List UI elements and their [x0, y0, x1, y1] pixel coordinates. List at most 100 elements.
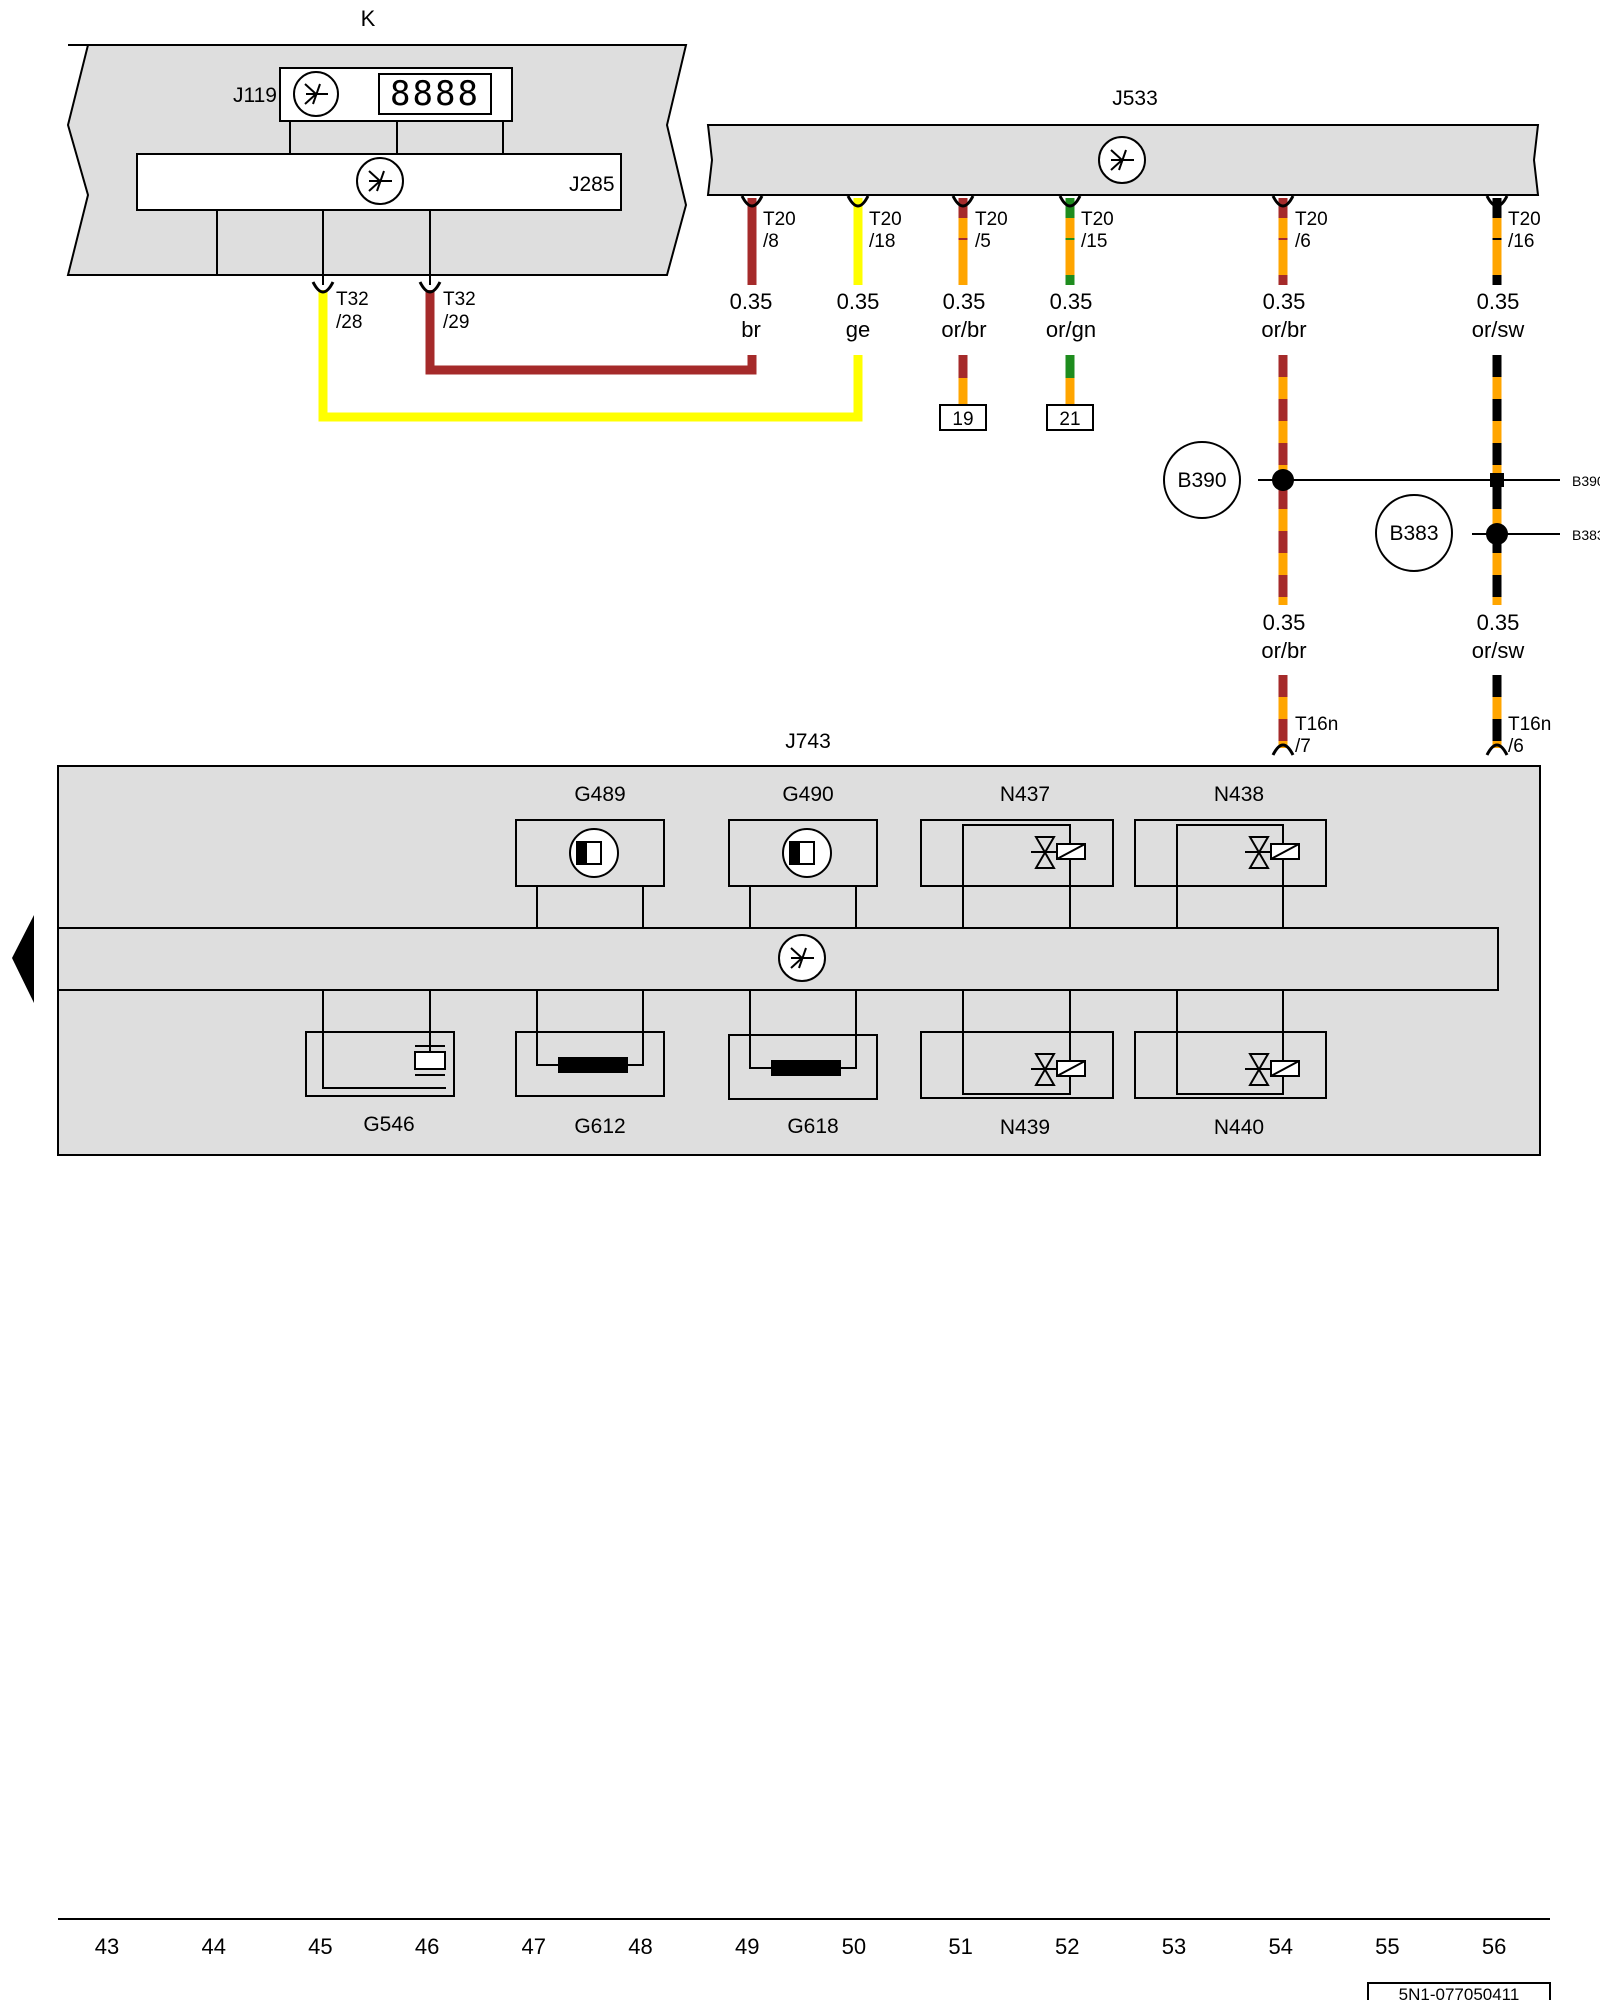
- svg-text:/16: /16: [1508, 231, 1534, 252]
- column-number: 45: [308, 1934, 332, 1959]
- connector-t7: T16n /7: [1295, 714, 1338, 757]
- pin-marker-c5: [951, 195, 975, 208]
- g546-box: [305, 1031, 455, 1097]
- reference-box-19: 19: [939, 404, 987, 431]
- pin-marker-c16: [1485, 195, 1509, 208]
- g490-sensor-icon: [782, 828, 832, 878]
- connector-t6: T16n /6: [1508, 714, 1551, 757]
- connector-c15: T20 /15: [1081, 209, 1114, 252]
- component-label-N438: N438: [1214, 783, 1264, 806]
- pin-marker-k29: [418, 281, 442, 294]
- wires: [318, 198, 1502, 748]
- svg-text:0.35: 0.35: [1477, 610, 1520, 635]
- svg-text:T20: T20: [1295, 209, 1328, 230]
- svg-text:T20: T20: [763, 209, 796, 230]
- splice-lines: [1258, 469, 1560, 545]
- svg-text:19: 19: [952, 409, 973, 430]
- connector-c18: T20 /18: [869, 209, 902, 252]
- j743-internal-bus: [57, 927, 1499, 991]
- g489-box: [515, 819, 665, 887]
- component-label-J285: J285: [569, 173, 615, 196]
- svg-text:/29: /29: [443, 312, 469, 333]
- pin-marker-t7: [1271, 743, 1295, 756]
- component-label-J533: J533: [1112, 87, 1158, 110]
- j533-control-unit-icon: [1098, 136, 1146, 184]
- svg-text:T20: T20: [869, 209, 902, 230]
- j119-display-digits: 8888: [390, 74, 480, 114]
- svg-text:or/sw: or/sw: [1472, 638, 1525, 663]
- n438-box: [1134, 819, 1327, 887]
- n440-solenoid-valve-icon: [1176, 990, 1300, 1095]
- wire-label-w3: 0.35 or/br: [941, 289, 986, 342]
- splice-node-b390: [1272, 469, 1294, 491]
- splice-label-b383: B383: [1375, 494, 1453, 572]
- svg-text:T20: T20: [1081, 209, 1114, 230]
- svg-text:ge: ge: [846, 317, 870, 342]
- wire-label-w2: 0.35 ge: [837, 289, 880, 342]
- component-label-N439: N439: [1000, 1116, 1050, 1139]
- svg-text:T20: T20: [1508, 209, 1541, 230]
- svg-text:br: br: [741, 317, 761, 342]
- connector-k29: T32 /29: [443, 289, 476, 333]
- instrument-cluster-K: K J119 8888 J285: [66, 6, 688, 285]
- n437-solenoid-valve-icon: [962, 824, 1086, 886]
- pin-marker-c15: [1058, 195, 1082, 208]
- g612-box: [515, 1031, 665, 1097]
- wire-brown-k29: [425, 290, 757, 375]
- column-number: 54: [1268, 1934, 1292, 1959]
- component-label-G546: G546: [363, 1113, 414, 1136]
- column-number: 56: [1482, 1934, 1506, 1959]
- svg-text:T16n: T16n: [1295, 714, 1338, 735]
- drawing-number-box: [1367, 1982, 1551, 2000]
- pin-marker-k28: [311, 281, 335, 294]
- column-number: 48: [628, 1934, 652, 1959]
- svg-text:21: 21: [1059, 409, 1080, 430]
- splice-node-b383: [1486, 523, 1508, 545]
- connector-c8: T20 /8: [763, 209, 796, 252]
- svg-text:or/sw: or/sw: [1472, 317, 1525, 342]
- component-label-G490: G490: [782, 783, 833, 806]
- column-number: 52: [1055, 1934, 1079, 1959]
- j743-upper-connections: [536, 886, 1284, 928]
- component-label-K: K: [361, 6, 376, 31]
- svg-text:0.35: 0.35: [1263, 610, 1306, 635]
- n439-box: [920, 1031, 1114, 1099]
- n440-box: [1134, 1031, 1327, 1099]
- svg-text:/5: /5: [975, 231, 991, 252]
- g489-sensor-icon: [569, 828, 619, 878]
- pin-marker-c8: [740, 195, 764, 208]
- svg-text:/8: /8: [763, 231, 779, 252]
- connector-labels: T32 /28 T32 /29 T20 /8 T20 /18 T20 /5 T2…: [336, 209, 1551, 757]
- n438-solenoid-valve-icon: [1176, 824, 1300, 886]
- reference-box-21: 21: [1046, 404, 1094, 431]
- svg-text:or/gn: or/gn: [1046, 317, 1096, 342]
- component-label-G612: G612: [574, 1115, 625, 1138]
- component-label-N440: N440: [1214, 1116, 1264, 1139]
- pin-markers: [311, 195, 1509, 756]
- g618-box: [728, 1034, 878, 1100]
- wire-label-w4: 0.35 or/gn: [1046, 289, 1096, 342]
- component-label-N437: N437: [1000, 783, 1050, 806]
- continuation-arrow-icon[interactable]: [12, 915, 34, 1003]
- wire-labels: 0.35 br 0.35 ge 0.35 or/br 0.35 or/gn 0.…: [730, 289, 1525, 663]
- pin-marker-t6: [1485, 743, 1509, 756]
- svg-text:0.35: 0.35: [1050, 289, 1093, 314]
- column-number: 46: [415, 1934, 439, 1959]
- wire-yellow-k28: [318, 290, 863, 422]
- svg-text:0.35: 0.35: [837, 289, 880, 314]
- j743-control-unit-icon: [778, 934, 826, 982]
- j285-control-unit-icon: [356, 157, 404, 205]
- g618-sensor-icon: [749, 990, 857, 1076]
- g490-box: [728, 819, 878, 887]
- svg-text:or/br: or/br: [941, 317, 986, 342]
- n437-box: [920, 819, 1114, 887]
- connector-k28: T32 /28: [336, 289, 369, 333]
- component-label-J119: J119: [233, 84, 277, 107]
- svg-text:0.35: 0.35: [730, 289, 773, 314]
- connector-c6: T20 /6: [1295, 209, 1328, 252]
- mechatronic-unit-J743: J743: [57, 730, 1541, 1156]
- column-number: 55: [1375, 1934, 1399, 1959]
- column-number: 43: [95, 1934, 119, 1959]
- component-label-G489: G489: [574, 783, 625, 806]
